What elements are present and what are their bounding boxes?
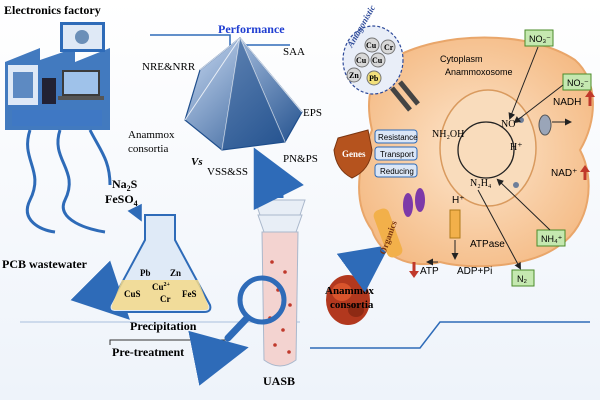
cytoplasm-label: Cytoplasm [440,54,483,64]
gene-function-reducing: Reducing [380,167,414,176]
nadh-complex-icon [538,114,552,136]
gene-function-resistance: Resistance [378,133,418,142]
performance-title: Performance [218,22,285,36]
ion-pb: Pb [140,268,151,278]
adp-label: ADP+Pi [457,266,492,277]
axis-eps: EPS [303,107,322,119]
metal-cu-3: Cu [372,56,383,65]
to-uasb-arrow [188,330,249,386]
camera-icon [75,30,89,44]
nadh-label: NADH [553,97,581,108]
vs-label: Vs [191,156,203,168]
to-cell-arrow [336,244,390,293]
decor-line-bottom [310,321,590,349]
no3-box [524,29,554,47]
axis-anammox-line2: consortia [128,143,168,155]
ion-zn: Zn [170,268,181,278]
ion-fes: FeS [182,289,197,299]
no3-arrow [508,46,539,120]
phone-icon [42,78,56,104]
atpase-icon [449,209,461,239]
no3-label: NO₃⁻ [529,34,551,44]
no2-label: NO₂⁻ [567,78,589,88]
n2-box [511,269,535,287]
uasb-label: UASB [263,374,295,388]
chemical-arrow [127,203,142,222]
atp-down-arrowhead [409,271,419,278]
n2h4-label: N₂H₄ [470,178,492,189]
precipitation-flask [108,214,212,313]
pipe-3 [88,129,112,186]
axis-vssss: VSS&SS [207,166,248,178]
nad-label: NAD⁺ [551,168,577,179]
no2-arrow [513,84,564,124]
n2-label: N₂ [517,274,527,284]
metal-zn: Zn [349,71,359,80]
axis-pnps: PN&PS [283,153,318,165]
nh2oh-label: NH₂OH [432,129,464,140]
h-plus-label: H⁺ [510,142,523,153]
atp-label: ATP [420,266,439,277]
chemical-feso4: FeSO4 [105,192,138,208]
organics-box [373,208,403,258]
wastewater-label: PCB wastewater [2,257,88,271]
anammoxosome-label: Anammoxosome [445,67,513,77]
nadh-up-arrowhead [585,90,595,97]
reaction-cycle [457,121,515,179]
metal-cu-2: Cu [356,56,367,65]
metal-cr: Cr [384,43,394,52]
metal-channel [390,80,420,112]
ion-cr: Cr [160,294,171,304]
nh4-box [536,229,566,247]
organics-transporter-right [415,188,425,212]
gene-function-box-3 [374,163,418,178]
n2-arrow [477,189,521,270]
magnifier-icon [224,275,287,342]
atpase-label: ATPase [470,239,505,250]
gene-function-box-1 [374,129,418,144]
metal-pb: Pb [369,74,379,83]
chemical-na2s: Na2S [112,177,138,193]
molecule-icon-2 [513,182,519,188]
metal-cu-1: Cu [366,41,377,50]
axis-anammox-line1: Anammox [128,129,175,141]
precipitation-label: Precipitation [130,319,197,333]
pipe-2 [56,129,106,234]
gene-function-box-2 [374,146,418,161]
ion-cus: CuS [124,289,141,299]
ion-cu: Cu2+ [152,282,171,292]
h-plus-atpase-label: H⁺ [452,195,465,206]
factory-building [5,22,110,130]
decor-line-top [150,34,290,46]
pretreatment-label: Pre-treatment [112,345,184,359]
genes-shield-icon [333,129,373,179]
factory-title: Electronics factory [4,3,101,17]
no2-box [562,73,592,91]
nad-up-arrowhead [580,165,590,172]
to-performance-arrow [253,147,304,211]
performance-pyramid [184,37,303,151]
gene-function-transport: Transport [380,150,415,159]
nh4-arrow [496,178,551,231]
genes-label: Genes [342,149,366,159]
axis-nre-nrr: NRE&NRR [142,61,196,73]
organics-transporter-left [403,193,413,217]
nh4-label: NH₄⁺ [541,234,563,244]
axis-saa: SAA [283,46,305,58]
consortia-line1: Anammox [325,285,374,297]
pipe-1 [26,129,56,234]
consortia-line2: consortia [330,299,374,311]
